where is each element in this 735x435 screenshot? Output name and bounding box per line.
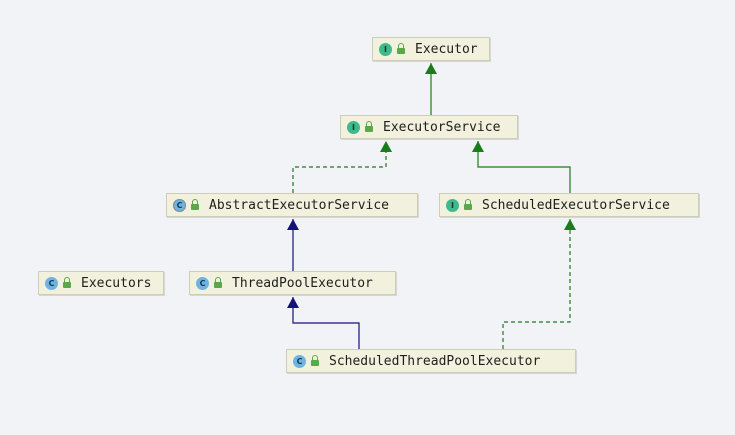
abstract-class-icon: C bbox=[173, 198, 186, 212]
node-abstract-executor-service[interactable]: C AbstractExecutorService bbox=[166, 193, 418, 217]
node-label: ScheduledThreadPoolExecutor bbox=[329, 353, 541, 369]
interface-icon: I bbox=[379, 42, 392, 56]
node-scheduled-thread-pool-executor[interactable]: C ScheduledThreadPoolExecutor bbox=[286, 349, 576, 373]
interface-icon: I bbox=[347, 120, 360, 134]
node-executor-service[interactable]: I ExecutorService bbox=[340, 115, 518, 139]
edge-threadpoolexecutor-to-abstractexecutorservice-arrowhead bbox=[287, 219, 299, 230]
node-label: Executor bbox=[415, 41, 478, 57]
edge-abstractexecutorservice-to-executorservice-arrowhead bbox=[380, 141, 392, 152]
public-lock-icon bbox=[397, 43, 405, 54]
node-scheduled-executor-service[interactable]: I ScheduledExecutorService bbox=[439, 193, 699, 217]
class-icon: C bbox=[196, 276, 209, 290]
public-lock-icon bbox=[365, 121, 373, 132]
edge-scheduledexecutorservice-to-executorservice bbox=[477, 141, 571, 193]
edge-scheduledthreadpoolexecutor-to-threadpoolexecutor bbox=[292, 297, 360, 349]
edge-scheduledthreadpoolexecutor-to-threadpoolexecutor-arrowhead bbox=[287, 297, 299, 308]
edge-scheduledthreadpoolexecutor-to-scheduledexecutorservice bbox=[502, 219, 571, 349]
node-label: Executors bbox=[81, 275, 152, 291]
edge-executorservice-to-executor-arrowhead bbox=[425, 63, 437, 74]
public-lock-icon bbox=[63, 277, 71, 288]
class-icon: C bbox=[293, 354, 306, 368]
node-label: ThreadPoolExecutor bbox=[232, 275, 373, 291]
node-label: ScheduledExecutorService bbox=[482, 197, 670, 213]
node-thread-pool-executor[interactable]: C ThreadPoolExecutor bbox=[189, 271, 396, 295]
public-lock-icon bbox=[311, 355, 319, 366]
class-icon: C bbox=[45, 276, 58, 290]
interface-icon: I bbox=[446, 198, 459, 212]
edge-abstractexecutorservice-to-executorservice bbox=[292, 141, 387, 193]
public-lock-icon bbox=[464, 199, 472, 210]
public-lock-icon bbox=[214, 277, 222, 288]
node-executors[interactable]: C Executors bbox=[38, 271, 164, 295]
node-label: ExecutorService bbox=[383, 119, 501, 135]
edge-scheduledexecutorservice-to-executorservice-arrowhead bbox=[472, 141, 484, 152]
edge-scheduledthreadpoolexecutor-to-scheduledexecutorservice-arrowhead bbox=[564, 219, 576, 230]
node-label: AbstractExecutorService bbox=[209, 197, 390, 213]
public-lock-icon bbox=[191, 199, 199, 210]
node-executor[interactable]: I Executor bbox=[372, 37, 490, 61]
